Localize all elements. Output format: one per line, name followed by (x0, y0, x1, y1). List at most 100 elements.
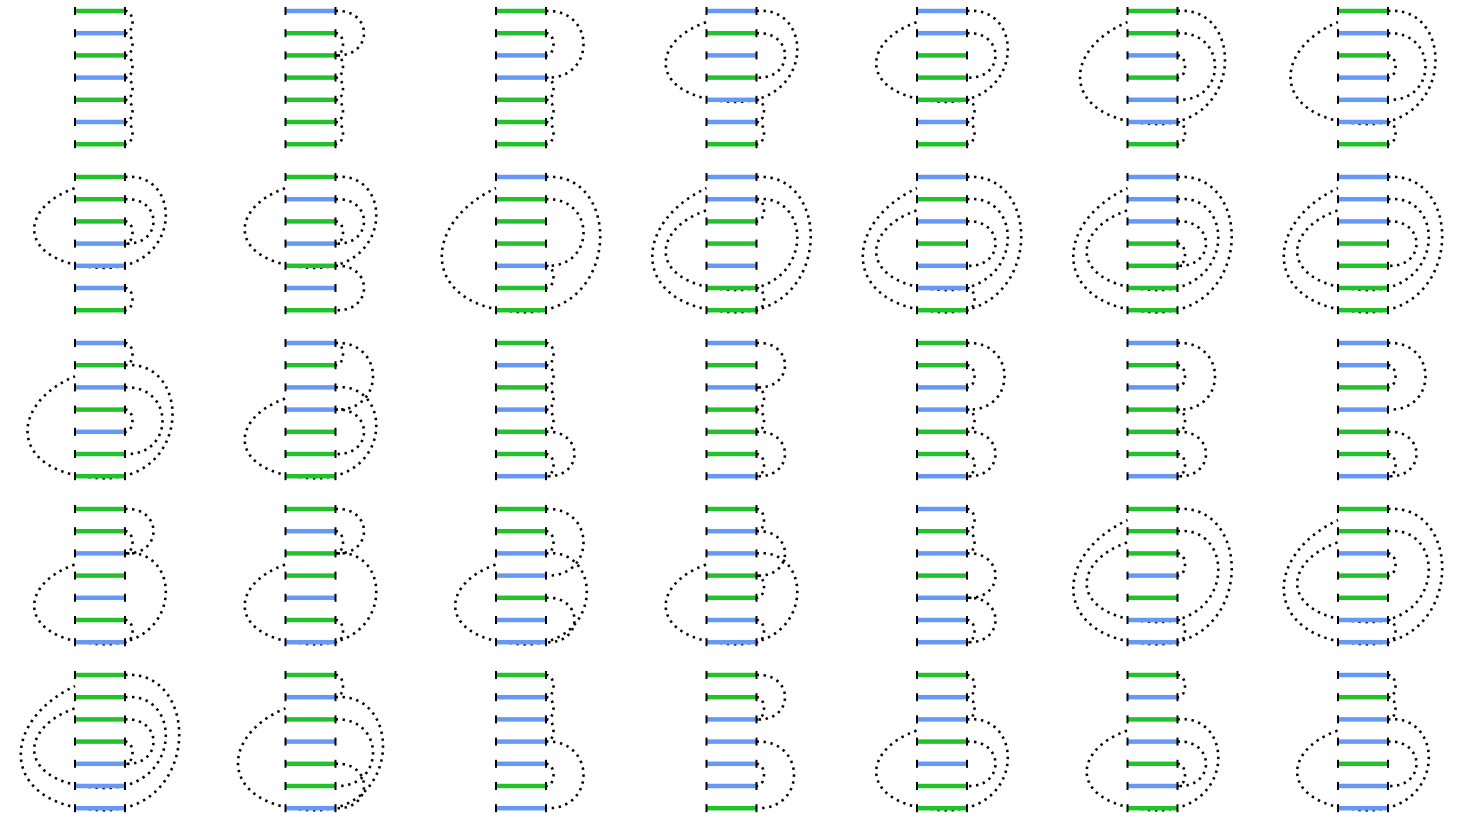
green-bar (496, 307, 546, 313)
connector-loop (32, 552, 168, 646)
connector-loop (545, 507, 585, 577)
connector-loop (545, 718, 555, 743)
connector-loop (1295, 197, 1431, 292)
connector-loop (1387, 740, 1418, 788)
connector-loop (335, 220, 345, 245)
blue-bar (917, 551, 967, 556)
green-bar (496, 783, 546, 789)
connector-loop (335, 718, 375, 788)
blue-bar (706, 385, 757, 390)
green-bar (706, 362, 757, 368)
green-bar (285, 53, 336, 58)
blue-bar (75, 639, 125, 645)
green-bar (496, 451, 546, 457)
green-bar (1127, 362, 1178, 368)
green-bar (496, 119, 546, 125)
green-bar (75, 672, 125, 678)
connector-loop (966, 98, 976, 124)
green-bar (706, 241, 757, 246)
green-bar (285, 717, 336, 722)
green-bar (1127, 141, 1178, 147)
blue-bar (1338, 783, 1388, 789)
connector-loop (124, 618, 134, 644)
connector-loop (874, 9, 1010, 104)
green-bar (496, 97, 546, 103)
diagram-9 (243, 173, 378, 315)
green-bar (706, 407, 757, 412)
diagram-18 (705, 339, 787, 481)
connector-loop (966, 120, 976, 146)
connector-loop (124, 286, 134, 312)
connector-loop (335, 507, 366, 555)
connector-loop (756, 386, 766, 411)
green-bar (1127, 307, 1178, 313)
connector-loop (966, 408, 976, 434)
connector-loop (664, 552, 799, 646)
green-bar (917, 75, 967, 80)
connector-loop (966, 220, 997, 268)
green-bar (1127, 761, 1178, 767)
green-bar (1127, 805, 1178, 811)
blue-bar (1127, 219, 1178, 224)
green-bar (75, 307, 125, 313)
connector-loop (124, 341, 134, 367)
green-bar (75, 97, 125, 103)
blue-bar (1338, 97, 1388, 103)
blue-bar (1127, 174, 1178, 180)
blue-bar (496, 761, 546, 767)
green-bar (706, 307, 757, 313)
green-bar (706, 694, 757, 700)
connector-loop (1177, 408, 1187, 434)
blue-bar (917, 473, 967, 479)
connector-loop (335, 341, 375, 411)
blue-bar (285, 385, 336, 390)
green-bar (917, 362, 967, 368)
connector-loop (545, 673, 555, 699)
green-bar (1127, 528, 1178, 534)
blue-bar (75, 241, 125, 246)
blue-bar (706, 617, 757, 623)
blue-bar (1338, 717, 1388, 722)
connector-loop (1387, 120, 1397, 146)
diagram-14 (1282, 173, 1444, 315)
green-bar (75, 573, 125, 578)
connector-loop (453, 552, 589, 646)
blue-bar (1127, 53, 1178, 58)
blue-bar (496, 739, 546, 744)
connector-loop (1387, 363, 1397, 389)
connector-loop (124, 507, 155, 555)
blue-bar (1338, 551, 1388, 556)
blue-bar (1338, 119, 1388, 125)
connector-loop (756, 120, 766, 146)
green-bar (75, 362, 125, 368)
connector-loop (1177, 31, 1217, 102)
connector-loop (545, 695, 555, 721)
blue-bar (1338, 672, 1388, 678)
connector-loop (545, 98, 555, 124)
connector-loop (335, 529, 345, 555)
connector-loop (756, 341, 787, 389)
diagram-21 (1337, 339, 1427, 481)
diagram-8 (32, 173, 168, 315)
blue-bar (917, 407, 967, 412)
connector-loop (756, 31, 787, 79)
connector-loop (243, 552, 378, 646)
connector-loop (1177, 673, 1187, 699)
green-bar (75, 473, 125, 479)
connector-loop (966, 673, 976, 699)
green-bar (1127, 30, 1178, 36)
connector-loop (966, 31, 997, 79)
connector-loop (545, 408, 555, 434)
blue-bar (917, 30, 967, 36)
green-bar (496, 285, 546, 291)
blue-bar (1338, 362, 1388, 368)
connector-loop (1387, 31, 1427, 102)
connector-loop (124, 740, 134, 766)
diagram-7 (1289, 7, 1437, 149)
green-bar (496, 141, 546, 147)
green-bar (1127, 595, 1178, 601)
blue-bar (1338, 639, 1388, 645)
blue-bar (706, 263, 757, 269)
blue-bar (75, 263, 125, 269)
blue-bar (285, 8, 336, 14)
